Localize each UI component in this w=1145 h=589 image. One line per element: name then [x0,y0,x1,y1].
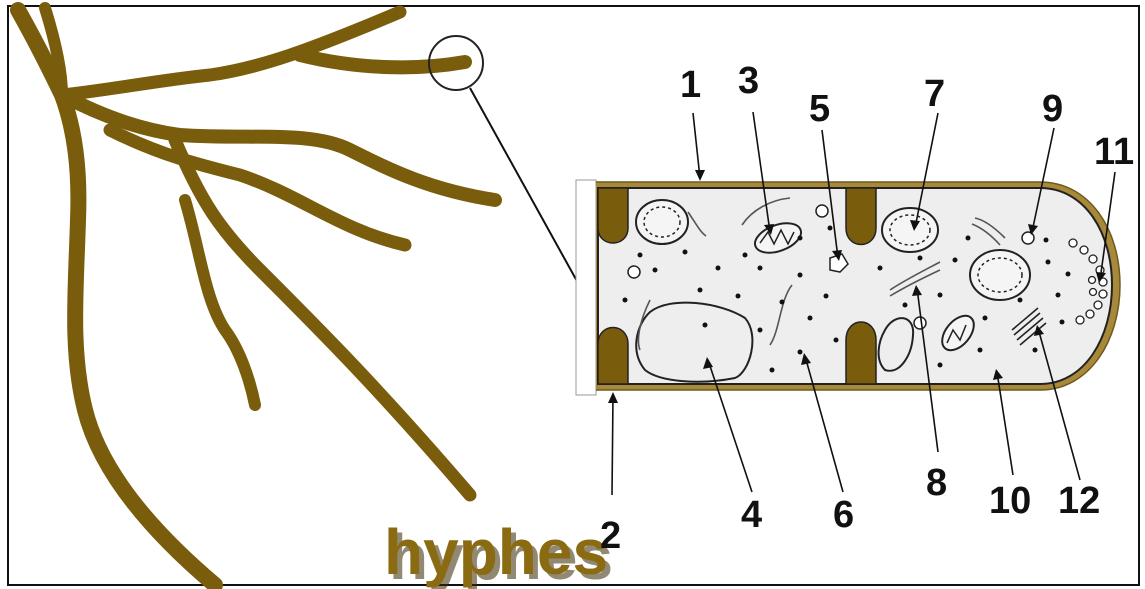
label-10: 10 [989,480,1031,522]
label-5: 5 [809,88,830,130]
label-9: 9 [1042,88,1063,130]
hypha-top-branch [62,12,400,95]
label-1: 1 [680,64,701,106]
label-11: 11 [1094,131,1134,173]
magnifier-pointer-line [470,88,583,292]
hypha-top-fork [300,55,465,67]
hypha-lower-branch [110,130,405,245]
label-2: 2 [600,515,621,557]
hypha-main-trunk [18,10,215,585]
cut-edge [576,180,596,395]
label-3: 3 [738,60,759,102]
label-12: 12 [1058,480,1100,522]
label-8: 8 [926,462,947,504]
hypha-tip-cell [576,180,1120,395]
vacuole [636,303,752,382]
label-7: 7 [924,73,945,115]
title: hyphes [384,516,608,588]
hyphae-branches [18,8,495,585]
label-6: 6 [833,494,854,536]
label-4: 4 [741,494,762,536]
